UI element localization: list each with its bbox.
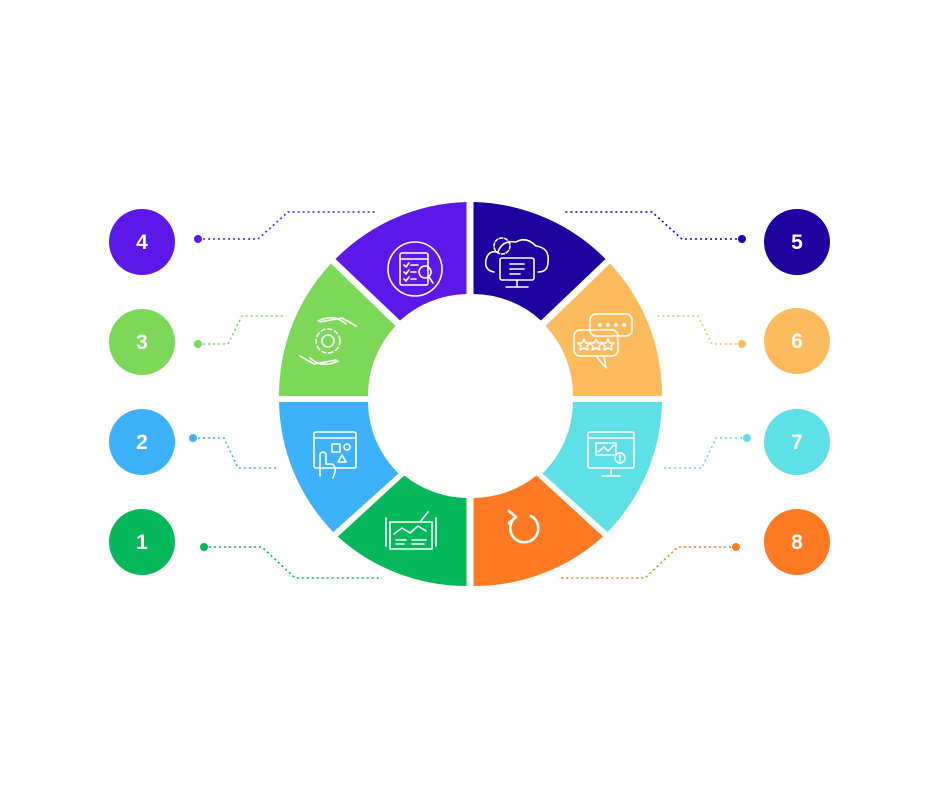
connector-dots — [189, 235, 751, 551]
step-5-badge: 5 — [764, 209, 830, 275]
segment-2 — [279, 402, 399, 533]
step-3-number: 3 — [136, 331, 148, 354]
touch-ui-icon — [313, 431, 357, 479]
step-4-badge: 4 — [109, 209, 175, 275]
segment-7 — [542, 402, 662, 533]
gear-hands-icon — [299, 316, 357, 366]
step-6-number: 6 — [791, 330, 803, 353]
connector-2 — [193, 437, 278, 469]
step-8-badge: 8 — [764, 509, 830, 575]
segment-1 — [337, 475, 467, 586]
connector-6 — [656, 315, 742, 345]
segment-4 — [335, 202, 467, 321]
connector-4 — [198, 211, 376, 240]
step-1-badge: 1 — [109, 509, 175, 575]
step-6-badge: 6 — [764, 308, 830, 374]
refresh-icon — [507, 509, 540, 544]
connector-1 — [204, 546, 382, 579]
step-1-number: 1 — [136, 531, 148, 554]
connector-7 — [662, 437, 747, 469]
step-2-number: 2 — [136, 431, 148, 454]
checklist-search-icon — [387, 241, 443, 297]
step-2-badge: 2 — [109, 409, 175, 475]
step-7-number: 7 — [791, 431, 803, 454]
segment-5 — [473, 202, 606, 321]
step-7-badge: 7 — [764, 409, 830, 475]
monitor-chart-icon — [587, 431, 635, 477]
cloud-monitor-gear-icon — [484, 237, 550, 288]
connectors — [193, 211, 747, 579]
chat-rating-icon — [573, 313, 633, 369]
step-3-badge: 3 — [109, 309, 175, 375]
connector-3 — [198, 315, 284, 345]
step-8-number: 8 — [791, 531, 803, 554]
connector-8 — [558, 546, 736, 579]
blueprint-icon — [385, 511, 437, 550]
connector-5 — [564, 211, 742, 240]
ring — [278, 202, 663, 587]
segment-3 — [278, 263, 396, 396]
step-5-number: 5 — [791, 231, 803, 254]
step-4-number: 4 — [136, 231, 148, 254]
